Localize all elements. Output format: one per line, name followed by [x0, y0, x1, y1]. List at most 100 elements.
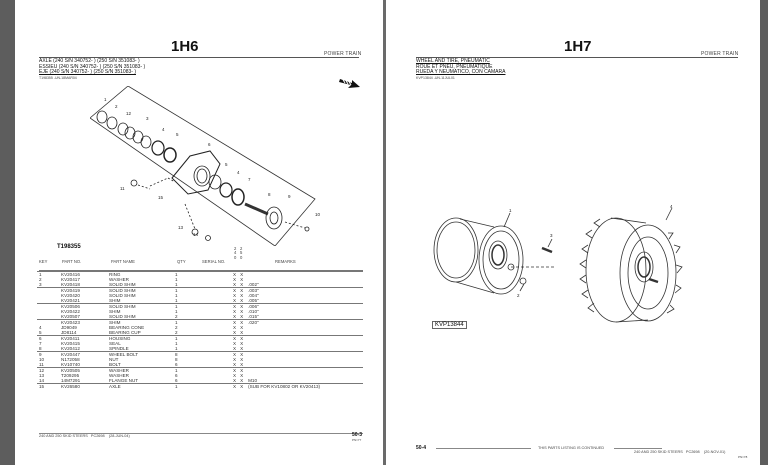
model-240-cell: X: [233, 298, 237, 303]
wheel-rim-diagram: 1 2 3: [433, 208, 556, 298]
part-name-cell: SPINDLE: [109, 346, 129, 351]
col-serial-no: SERIAL NO.: [202, 259, 226, 264]
part-no-cell: KV20417: [61, 277, 80, 282]
remarks-cell: .005": [248, 298, 259, 303]
qty-cell: 1: [175, 309, 178, 314]
part-no-cell: KV20412: [61, 346, 80, 351]
model-250-cell: X: [238, 287, 247, 293]
part-name-cell: WASHER: [109, 277, 129, 282]
model-240-cell: X: [231, 271, 239, 277]
model-240-cell: X: [233, 373, 237, 378]
table-header-rule: [39, 270, 363, 271]
key-cell: 4: [39, 325, 42, 330]
part-name-cell: BOLT: [109, 362, 121, 367]
qty-cell: 1: [175, 277, 178, 282]
part-name-cell: SOLID SHIM: [109, 314, 136, 319]
svg-text:7: 7: [248, 177, 251, 182]
key-cell: 6: [37, 335, 59, 341]
svg-text:2: 2: [517, 293, 520, 298]
title-ref: T198355 -UN-18MAR04: [39, 75, 77, 80]
svg-text:1: 1: [104, 97, 107, 102]
key-cell: 3: [39, 282, 42, 287]
model-250-cell: X: [238, 367, 247, 373]
footer-model: 240 AND 250 SKID STEERS PC2698 (28-JUN-0…: [39, 434, 130, 438]
svg-text:1: 1: [509, 208, 512, 213]
model-240-cell: X: [233, 282, 237, 287]
qty-cell: 1: [173, 319, 199, 325]
part-no-cell: T209295: [61, 373, 80, 378]
part-name-cell: SOLID SHIM: [107, 303, 173, 309]
col-model-240: 2 4 0: [234, 246, 237, 260]
part-no-cell: KV20447: [59, 351, 107, 357]
part-no-cell: KV20423: [59, 319, 107, 325]
col-remarks: REMARKS: [275, 259, 296, 264]
model-240-cell: X: [231, 367, 239, 373]
part-no-cell: KV20419: [59, 287, 107, 293]
page-number: 50-4: [416, 445, 427, 451]
key-cell: 9: [37, 351, 59, 357]
part-no-cell: KV20416: [59, 271, 107, 277]
svg-text:13: 13: [178, 225, 184, 230]
part-no-cell: 14M7291: [61, 378, 81, 383]
model-240-cell: X: [231, 383, 239, 389]
model-240-cell: X: [231, 287, 239, 293]
remarks-cell: M10: [248, 378, 258, 383]
model-240-cell: X: [233, 309, 237, 314]
remarks-cell: [246, 351, 363, 357]
model-250-cell: X: [240, 293, 244, 298]
qty-cell: 2: [175, 314, 178, 319]
svg-text:12: 12: [126, 111, 132, 116]
model-240-cell: X: [231, 335, 239, 341]
part-no-cell: KV20421: [61, 298, 80, 303]
qty-cell: 1: [175, 346, 178, 351]
col-key: KEY: [39, 259, 48, 264]
part-name-cell: WASHER: [109, 373, 129, 378]
model-250-cell: X: [240, 373, 244, 378]
title-fr: ROUE ET PNEU, PNEUMATIQUE: [416, 63, 493, 70]
part-no-cell: KV10740: [61, 362, 80, 367]
part-name-cell: BEARING CONE: [109, 325, 145, 330]
svg-text:4: 4: [237, 170, 240, 175]
model-240-cell: X: [233, 357, 237, 362]
remarks-cell: .006": [246, 303, 363, 309]
key-cell: 12: [37, 367, 59, 373]
title-es: RUEDA Y NEUMATICO, CON CAMARA: [416, 69, 506, 76]
key-cell: [37, 287, 59, 293]
part-no-cell: JD9049: [61, 325, 77, 330]
qty-cell: 8: [173, 351, 199, 357]
part-no-cell: N172058: [61, 357, 80, 362]
svg-text:4: 4: [670, 205, 673, 209]
title-fr: ESSIEU (240 S/N 340752- ) (250 S/N 35108…: [39, 63, 146, 70]
footer-model: 240 AND 250 SKID STEERS PC2698 (20-NOV-0…: [634, 450, 726, 454]
svg-text:6: 6: [208, 142, 211, 147]
model-250-cell: X: [240, 357, 244, 362]
section-number: 1H7: [564, 38, 592, 55]
model-250-cell: X: [240, 282, 244, 287]
part-name-cell: WASHER: [107, 367, 173, 373]
model-250-cell: X: [240, 309, 244, 314]
part-no-cell: KV20506: [59, 303, 107, 309]
key-cell: 2: [39, 277, 42, 282]
key-cell: 8: [39, 346, 42, 351]
section-number: 1H6: [171, 38, 199, 55]
serial-no-cell: [199, 271, 231, 277]
key-cell: [37, 303, 59, 309]
qty-cell: 1: [175, 282, 178, 287]
part-name-cell: BEARING CUP: [109, 330, 141, 335]
illustration-id: T198355: [57, 244, 81, 250]
figure-label: KVP13844: [432, 321, 467, 329]
qty-cell: 1: [175, 341, 178, 346]
part-name-cell: SOLID SHIM: [109, 282, 136, 287]
remarks-cell: [246, 271, 363, 277]
svg-text:5: 5: [225, 162, 228, 167]
